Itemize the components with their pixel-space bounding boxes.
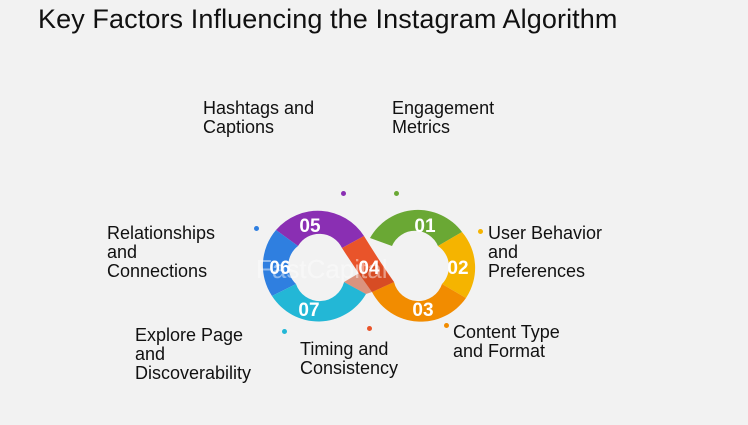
segment-04-shade: [344, 262, 394, 294]
label-content-type: Content Type and Format: [453, 322, 560, 361]
segment-02: [438, 232, 476, 298]
label-engagement-metrics: Engagement Metrics: [392, 98, 495, 137]
dot-01: [394, 191, 399, 196]
segment-06: [262, 230, 298, 296]
segment-number-05: 05: [299, 216, 321, 237]
watermark: FastCapital: [256, 254, 388, 284]
segment-number-01: 01: [414, 216, 436, 237]
segment-03: [372, 282, 466, 322]
dot-02: [478, 229, 483, 234]
dot-05: [341, 191, 346, 196]
segment-number-04: 04: [358, 258, 380, 279]
dot-06: [254, 226, 259, 231]
label-relationships: Relationships and Connections: [107, 223, 216, 281]
label-user-behavior: User Behavior and Preferences: [488, 223, 603, 281]
segment-07: [272, 282, 366, 322]
dot-03: [444, 323, 449, 328]
dot-04: [367, 326, 372, 331]
segment-number-03: 03: [412, 300, 433, 321]
label-explore-page: Explore Page and Discoverability: [135, 325, 252, 383]
segment-number-07: 07: [298, 300, 319, 321]
segment-number-06: 06: [269, 258, 290, 279]
page-title: Key Factors Influencing the Instagram Al…: [38, 4, 618, 34]
dot-07: [282, 329, 287, 334]
segment-number-02: 02: [447, 258, 468, 279]
segment-05: [276, 210, 364, 248]
label-timing: Timing and Consistency: [300, 339, 399, 378]
segment-01: [370, 209, 462, 246]
label-hashtags: Hashtags and Captions: [203, 98, 315, 137]
